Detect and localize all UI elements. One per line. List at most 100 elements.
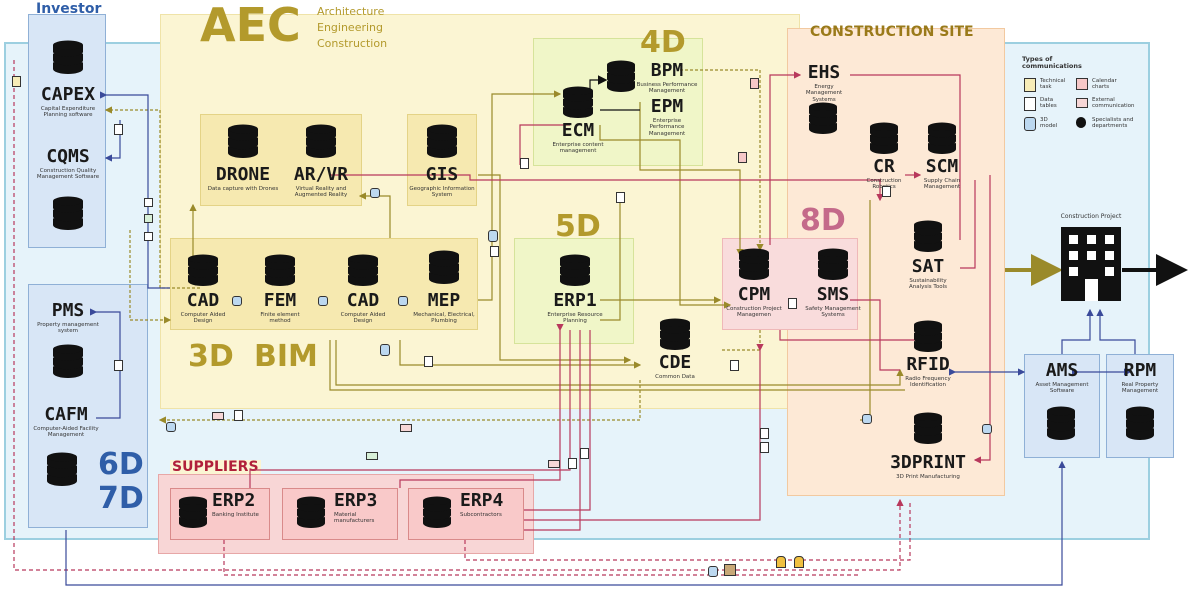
model-3d-icon [982,424,992,434]
construction-site-title: CONSTRUCTION SITE [810,24,974,40]
label-bim: BIM [254,339,318,374]
legend-specialists: Specialists and departments [1092,117,1134,130]
node-mep: MEP Mechanical, Electrical, Plumbing [412,250,476,325]
node-scm: SCM Supply Chain Management [914,122,970,191]
legend-3d-model: 3D model [1040,117,1058,130]
legend-data-tables: Data tables [1040,97,1057,110]
aec-subtitle-engineering: Engineering [317,21,383,34]
model-3d-icon [380,344,390,356]
erp3-box [282,488,398,540]
database-icon [659,318,691,352]
database-icon [296,496,326,530]
database-icon [869,122,899,156]
database-icon [913,220,943,254]
database-icon [913,412,943,446]
node-cad-2: CAD Computer Aided Design [334,254,392,325]
investor-title: Investor [36,1,102,17]
legend-title: Types of communications [1022,55,1082,71]
ecm-4d-box [533,38,703,166]
data-table-icon [788,298,797,309]
node-cr: CR Construction Robotics [858,122,910,191]
calendar-icon [144,232,153,241]
node-arvr: AR/VR Virtual Reality and Augmented Real… [282,124,360,199]
legend-technical-task: Technical task [1040,78,1066,91]
node-sat: SAT Sustainability Analysis Tools [898,220,958,291]
label-8d: 8D [800,203,846,238]
node-erp4: ERP4 Subcontractors [410,492,522,528]
node-fem: FEM Finite element method [252,254,308,325]
legend-calendar-icon [1076,78,1088,90]
node-gis: GIS Geographic Information System [407,124,477,199]
external-communication-icon [548,460,560,468]
database-icon [52,40,84,76]
database-icon [808,102,838,136]
data-table-icon [882,186,891,197]
building-icon [1061,226,1121,301]
aec-title: AEC [200,0,301,52]
data-table-icon [520,158,529,169]
label-3d: 3D [188,339,234,374]
calendar-icon [750,78,759,89]
database-icon [913,320,943,354]
model-3d-icon [862,414,872,424]
node-rpm: RPM Real Property Management [1106,362,1174,440]
legend-3d-model-icon [1024,117,1036,131]
legend-specialists-icon [1076,117,1086,128]
specialist-icon [794,556,804,568]
legend-technical-task-icon [1024,78,1036,92]
database-icon [562,86,594,120]
aec-subtitle-construction: Construction [317,37,388,50]
package-icon [724,564,736,576]
calendar-icon [144,214,153,223]
model-3d-icon [166,422,176,432]
database-icon [305,124,337,160]
data-table-icon [760,442,769,453]
calendar-icon [366,452,378,460]
database-icon [187,254,219,288]
database-icon [264,254,296,288]
bim-box [170,238,478,330]
database-icon [426,124,458,160]
label-4d: 4D [640,25,686,60]
legend-data-tables-icon [1024,97,1036,111]
aec-subtitle-architecture: Architecture [317,5,385,18]
data-table-icon [580,448,589,459]
model-3d-icon [708,566,718,577]
node-cqms: CQMS Construction Quality Management Sof… [30,148,106,230]
node-erp3: ERP3 Material manufacturers [284,492,396,528]
database-icon [927,122,957,156]
model-3d-icon [232,296,242,306]
calendar-icon [738,152,747,163]
database-icon [817,248,849,282]
external-communication-icon [212,412,224,420]
investor-region-lower [28,284,148,528]
calendar-icon [144,198,153,207]
label-5d: 5D [555,209,601,244]
technical-task-icon [12,76,21,87]
legend-external-icon [1076,98,1088,108]
data-table-icon [730,360,739,371]
model-3d-icon [488,230,498,242]
data-table-icon [234,410,243,421]
data-table-icon [114,360,123,371]
suppliers-title: SUPPLIERS [170,459,261,475]
database-icon [428,250,460,286]
database-icon [738,248,770,282]
node-rfid: RFID Radio Frequency Identification [896,320,960,389]
node-cafm: CAFM Computer-Aided Facility Management [28,406,104,486]
node-ehs: EHS Energy Management Systems [796,64,852,134]
database-icon [1125,406,1155,442]
model-3d-icon [318,296,328,306]
external-communication-icon [400,424,412,432]
model-3d-icon [370,188,380,198]
database-icon [52,196,84,232]
database-icon [46,452,78,488]
node-bpm: BPM Business Performance Management [636,60,698,95]
database-icon [178,496,208,530]
node-drone: DRONE Data capture with Drones [205,124,281,192]
node-pms: PMS Property management system [30,302,106,378]
node-epm: EPM Enterprise Performance Management [648,96,686,137]
node-capex: CAPEX Capital Expenditure Planning softw… [30,40,106,119]
node-cde: CDE Common Data [650,318,700,380]
